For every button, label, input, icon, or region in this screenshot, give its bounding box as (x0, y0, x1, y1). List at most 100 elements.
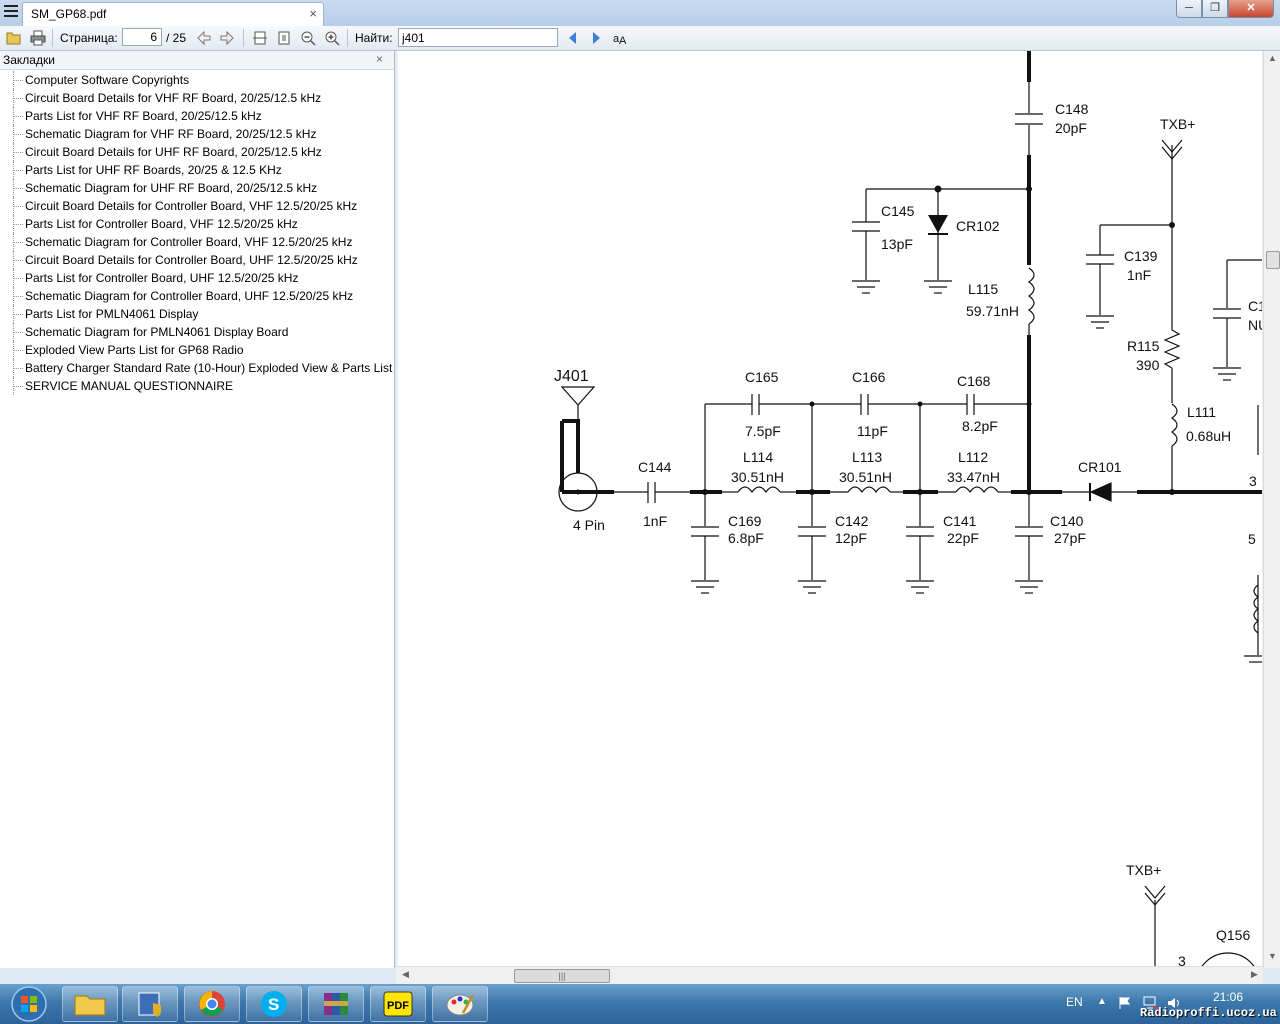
winrar-icon[interactable] (308, 986, 364, 1022)
volume-icon[interactable] (1167, 996, 1181, 1010)
bookmark-item[interactable]: Circuit Board Details for UHF RF Board, … (0, 143, 392, 161)
bookmark-item[interactable]: Schematic Diagram for VHF RF Board, 20/2… (0, 125, 392, 143)
minimize-button[interactable]: ─ (1176, 0, 1202, 18)
zoom-in-icon[interactable] (324, 30, 340, 46)
bookmark-item[interactable]: Schematic Diagram for UHF RF Board, 20/2… (0, 179, 392, 197)
bookmark-item[interactable]: Battery Charger Standard Rate (10-Hour) … (0, 359, 392, 377)
bookmark-list: Computer Software Copyrights Circuit Boa… (0, 71, 392, 395)
schematic-label: 1nF (1127, 267, 1151, 283)
start-button-icon[interactable] (4, 985, 54, 1023)
schematic-label: 33.47nH (947, 469, 1000, 485)
zoom-out-icon[interactable] (300, 30, 316, 46)
print-icon[interactable] (30, 30, 46, 46)
schematic-label: 11pF (857, 423, 888, 439)
bookmark-item[interactable]: Computer Software Copyrights (0, 71, 392, 89)
horizontal-scrollbar[interactable]: ◀ ||| ▶ (396, 966, 1263, 984)
schematic-label: 30.51nH (731, 469, 784, 485)
schematic-label: 390 (1136, 357, 1160, 373)
network-icon[interactable] (1143, 996, 1159, 1010)
paint-icon[interactable] (432, 986, 488, 1022)
bookmark-item[interactable]: Exploded View Parts List for GP68 Radio (0, 341, 392, 359)
schematic-label: 20pF (1055, 120, 1087, 136)
bookmark-item[interactable]: Schematic Diagram for Controller Board, … (0, 287, 392, 305)
action-center-flag-icon[interactable] (1118, 996, 1132, 1010)
scroll-left-icon[interactable]: ◀ (402, 969, 409, 979)
toolbar-separator (52, 29, 53, 47)
bookmark-item[interactable]: Parts List for Controller Board, VHF 12.… (0, 215, 392, 233)
taskbar: S PDF EN ▲ 21:06 (0, 984, 1280, 1024)
schematic-label: 8.2pF (962, 418, 998, 434)
toolbar-separator (243, 29, 244, 47)
schematic-label: 30.51nH (839, 469, 892, 485)
schematic-label: J401 (554, 368, 589, 385)
toolbar-separator (347, 29, 348, 47)
schematic-label: 7.5pF (745, 423, 781, 439)
schematic-label: 4 Pin (573, 517, 605, 533)
next-page-icon[interactable] (219, 30, 235, 46)
bookmarks-close-icon[interactable]: × (376, 52, 384, 66)
schematic-label: L113 (852, 449, 882, 465)
language-indicator[interactable]: EN (1066, 995, 1083, 1009)
pdf-reader-icon[interactable]: PDF (370, 986, 426, 1022)
bookmark-item[interactable]: SERVICE MANUAL QUESTIONNAIRE (0, 377, 392, 395)
find-previous-icon[interactable] (565, 30, 581, 46)
bookmark-item[interactable]: Parts List for PMLN4061 Display (0, 305, 392, 323)
horizontal-scroll-thumb[interactable]: ||| (514, 969, 610, 983)
tab-title: SM_GP68.pdf (31, 7, 107, 21)
vertical-scrollbar[interactable]: ▲ ▼ (1263, 51, 1280, 968)
maximize-button[interactable]: ❐ (1202, 0, 1228, 18)
explorer-icon[interactable] (62, 986, 118, 1022)
document-viewport[interactable]: C148 20pF TXB+ C145 13pF CR102 C139 1nF … (396, 51, 1280, 968)
fit-width-icon[interactable] (252, 30, 268, 46)
schematic-label: C168 (957, 373, 991, 389)
schematic-label: C148 (1055, 101, 1089, 117)
bookmark-item[interactable]: Schematic Diagram for PMLN4061 Display B… (0, 323, 392, 341)
bookmark-item[interactable]: Parts List for VHF RF Board, 20/25/12.5 … (0, 107, 392, 125)
schematic-label: 1nF (643, 513, 667, 529)
title-bar: SM_GP68.pdf × ─ ❐ ✕ (0, 0, 1280, 26)
scroll-down-icon[interactable]: ▼ (1268, 951, 1277, 961)
schematic-label: CR102 (956, 218, 1000, 234)
page-label: Страница: (60, 31, 118, 45)
bookmark-item[interactable]: Circuit Board Details for VHF RF Board, … (0, 89, 392, 107)
bookmarks-panel: Закладки × Computer Software Copyrights … (0, 51, 395, 968)
scroll-up-icon[interactable]: ▲ (1268, 53, 1277, 63)
find-next-icon[interactable] (588, 30, 604, 46)
tray-expand-icon[interactable]: ▲ (1097, 996, 1107, 1007)
skype-icon[interactable]: S (246, 986, 302, 1022)
schematic-label: L114 (743, 449, 773, 465)
tab-close-icon[interactable]: × (309, 6, 317, 21)
schematic-label: 3 (1178, 953, 1186, 966)
bookmark-item[interactable]: Parts List for Controller Board, UHF 12.… (0, 269, 392, 287)
chrome-icon[interactable] (184, 986, 240, 1022)
prev-page-icon[interactable] (196, 30, 212, 46)
clock[interactable]: 21:06 (1213, 990, 1244, 1004)
schematic-label: 3 (1249, 473, 1257, 489)
page-number-input[interactable] (122, 28, 162, 46)
schematic-label: L111 (1187, 404, 1216, 420)
watermark-text: Radioproffi.ucoz.ua (1140, 1006, 1277, 1020)
schematic-label: 6.8pF (728, 530, 764, 546)
close-window-button[interactable]: ✕ (1228, 0, 1274, 18)
bookmark-item[interactable]: Parts List for UHF RF Boards, 20/25 & 12… (0, 161, 392, 179)
fit-page-icon[interactable] (276, 30, 292, 46)
open-file-icon[interactable] (6, 30, 22, 46)
menu-icon[interactable] (4, 5, 18, 19)
scroll-right-icon[interactable]: ▶ (1251, 969, 1258, 979)
schematic-label: 59.71nH (966, 303, 1019, 319)
vertical-scroll-thumb[interactable] (1266, 251, 1280, 269)
schematic-label: 5 (1248, 531, 1256, 547)
bookmark-item[interactable]: Circuit Board Details for Controller Boa… (0, 251, 392, 269)
security-tool-icon[interactable] (122, 986, 178, 1022)
schematic-label: Q156 (1216, 927, 1250, 943)
schematic-label: C140 (1050, 513, 1084, 529)
schematic-label: L115 (968, 281, 998, 297)
find-input[interactable] (398, 28, 558, 47)
bookmark-item[interactable]: Schematic Diagram for Controller Board, … (0, 233, 392, 251)
bookmark-item[interactable]: Circuit Board Details for Controller Boa… (0, 197, 392, 215)
document-tab[interactable]: SM_GP68.pdf × (22, 2, 324, 26)
page-total: / 25 (166, 31, 187, 45)
schematic-label: R115 (1127, 338, 1160, 354)
schematic-label: C165 (745, 369, 779, 385)
